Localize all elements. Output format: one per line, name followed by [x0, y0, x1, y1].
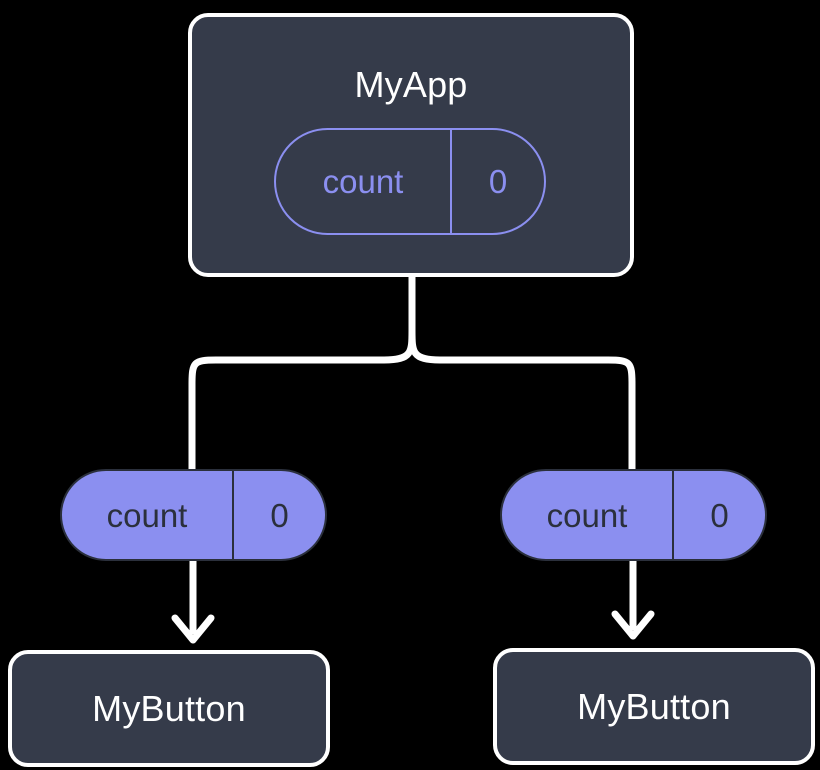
node-mybutton-right[interactable]: MyButton [493, 648, 815, 765]
node-mybutton-left[interactable]: MyButton [8, 650, 330, 767]
state-pill-root-key: count [276, 130, 452, 233]
prop-pill-right-value: 0 [710, 496, 729, 534]
state-pill-root[interactable]: count 0 [274, 128, 546, 235]
prop-pill-left[interactable]: count 0 [60, 469, 327, 561]
prop-pill-left-value: 0 [270, 496, 289, 534]
state-pill-root-value: 0 [488, 163, 508, 200]
edge-root-to-right-prop [408, 273, 636, 474]
edge-root-to-left-prop [188, 273, 416, 474]
node-myapp-label: MyApp [354, 64, 468, 105]
prop-pill-right-key: count [502, 471, 674, 559]
node-mybutton-right-label: MyButton [577, 685, 731, 727]
node-mybutton-left-label: MyButton [92, 687, 246, 729]
arrow-left-head [171, 614, 215, 644]
prop-pill-right[interactable]: count 0 [500, 469, 767, 561]
arrow-right-head [611, 610, 655, 640]
prop-pill-left-key: count [62, 471, 234, 559]
